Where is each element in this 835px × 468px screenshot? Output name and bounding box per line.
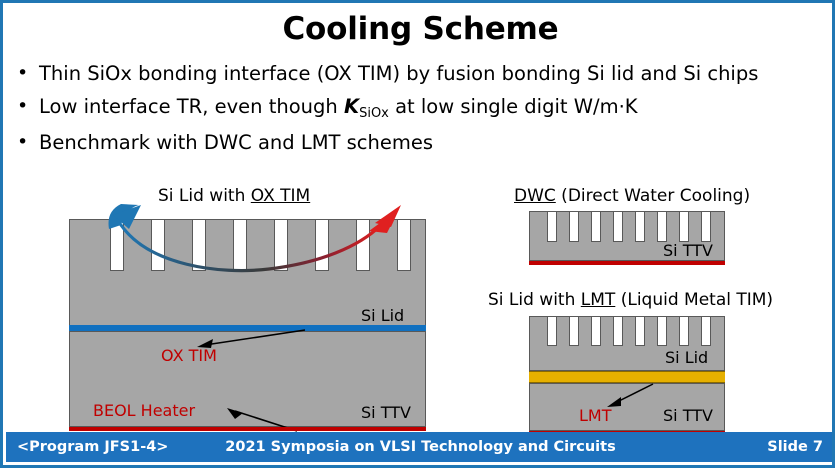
bullet-text-part: Low interface TR, even though (39, 94, 344, 118)
lmt-callout-arrow-icon (607, 383, 654, 407)
lmt-heading-post: (Liquid Metal TIM) (615, 290, 774, 310)
slide-footer: <Program JFS1-4> 2021 Symposia on VLSI T… (6, 432, 832, 462)
lmt-si-lid-label: Si Lid (665, 348, 709, 367)
bullet-text: Benchmark with DWC and LMT schemes (39, 133, 827, 153)
bullet-text-part: at low single digit W/m·K (388, 94, 638, 118)
ox-tim-band-label: OX TIM (161, 346, 217, 365)
bullet-list: • Thin SiOx bonding interface (OX TIM) b… (17, 62, 827, 166)
lmt-fin-slot (613, 316, 623, 346)
dwc-si-ttv-label: Si TTV (663, 241, 713, 260)
bullet-marker: • (17, 62, 29, 84)
ox-tim-heading-underlined: OX TIM (250, 186, 311, 206)
lmt-diagram-heading: Si Lid with LMT (Liquid Metal TIM) (488, 290, 773, 310)
ox-tim-beol-heater-line (69, 427, 426, 431)
dwc-fin-slot (701, 211, 711, 242)
lmt-fin-slot (679, 316, 689, 346)
bullet-item-1: • Thin SiOx bonding interface (OX TIM) b… (17, 62, 827, 84)
bullet-marker: • (17, 130, 29, 153)
lmt-fin-slot (591, 316, 601, 346)
lmt-fin-slot (635, 316, 645, 346)
beol-heater-label: BEOL Heater (93, 401, 196, 420)
coolant-flow-arrow-icon (108, 204, 401, 273)
ox-tim-fin-slot (192, 219, 206, 271)
ox-tim-fin-slot (274, 219, 288, 271)
bullet-text: Low interface TR, even though KSiOx at l… (39, 97, 827, 120)
ox-tim-diagram-heading: Si Lid with OX TIM (158, 186, 310, 206)
ox-tim-fin-slot (397, 219, 411, 271)
dwc-fin-slot (591, 211, 601, 242)
dwc-fin-slot (657, 211, 667, 242)
dwc-heater-line (529, 261, 725, 265)
lmt-fin-slot (547, 316, 557, 346)
page-title: Cooling Scheme (282, 11, 559, 47)
lmt-si-lid-block (529, 316, 725, 371)
lmt-fin-slot (569, 316, 579, 346)
bullet-item-3: • Benchmark with DWC and LMT schemes (17, 130, 827, 153)
ox-tim-si-ttv-block (69, 331, 426, 427)
dwc-fin-slot (547, 211, 557, 242)
lmt-heading-underlined: LMT (580, 290, 616, 310)
footer-program-label: <Program JFS1-4> (17, 439, 169, 455)
lmt-si-ttv-label: Si TTV (663, 406, 713, 425)
lmt-fin-slot (701, 316, 711, 346)
lmt-band (529, 371, 725, 383)
lmt-si-ttv-block (529, 383, 725, 431)
ox-tim-si-ttv-label: Si TTV (361, 403, 411, 422)
dwc-fin-slot (569, 211, 579, 242)
footer-slide-number: Slide 7 (767, 439, 823, 455)
bullet-text-part: Thin SiOx bonding interface (OX TIM) by … (39, 62, 759, 85)
lmt-fin-slot (657, 316, 667, 346)
ox-tim-si-lid-label: Si Lid (361, 306, 405, 325)
bullet-text: Thin SiOx bonding interface (OX TIM) by … (39, 64, 827, 84)
dwc-fin-slot (635, 211, 645, 242)
dwc-si-ttv-block (529, 211, 725, 261)
dwc-diagram-heading: DWC (Direct Water Cooling) (514, 186, 750, 206)
bullet-text-part: Benchmark with DWC and LMT schemes (39, 130, 434, 154)
ox-tim-fin-slot (356, 219, 370, 271)
bullet-item-2: • Low interface TR, even though KSiOx at… (17, 94, 827, 120)
bullet-marker: • (17, 94, 29, 117)
ox-tim-callout-arrow-icon (197, 329, 306, 348)
footer-conference-label: 2021 Symposia on VLSI Technology and Cir… (225, 439, 616, 455)
dwc-fin-slot (613, 211, 623, 242)
lmt-band-label: LMT (579, 406, 612, 425)
ox-tim-bond-band (69, 325, 426, 331)
ox-tim-fin-slot (151, 219, 165, 271)
lmt-heading-pre: Si Lid with (488, 290, 581, 310)
dwc-fin-slot (679, 211, 689, 242)
ox-tim-heading-pre: Si Lid with (158, 186, 251, 206)
symbol-k: K (343, 94, 360, 118)
symbol-k-subscript: SiOx (359, 105, 389, 121)
dwc-heading-post: (Direct Water Cooling) (555, 186, 751, 206)
dwc-heading-underlined: DWC (514, 186, 556, 206)
